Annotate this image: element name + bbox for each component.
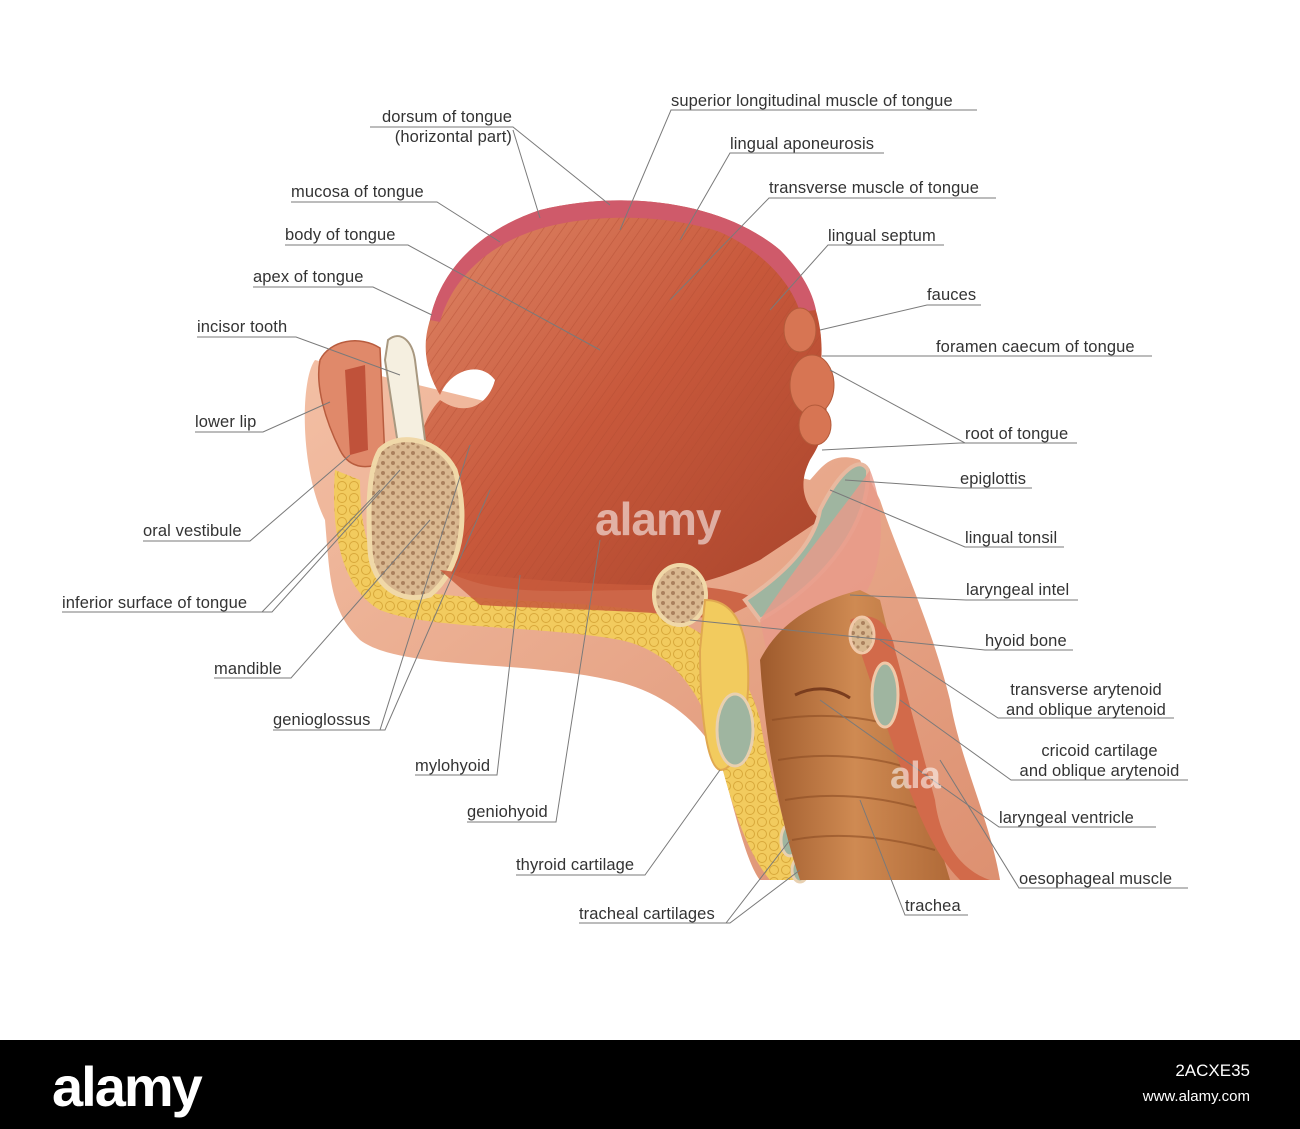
label-transverse-arytenoid: transverse arytenoid and oblique aryteno…: [998, 680, 1174, 720]
label-fauces: fauces: [927, 286, 977, 304]
label-epiglottis: epiglottis: [960, 470, 1027, 488]
anatomy-stage: alamy ala dorsum of tongue (horizontal p…: [62, 92, 1188, 924]
label-foramen-caecum: foramen caecum of tongue: [936, 338, 1135, 356]
label-body-of-tongue: body of tongue: [285, 226, 396, 244]
label-oesophageal-muscle: oesophageal muscle: [1019, 870, 1173, 888]
trachea-tube: [760, 590, 950, 880]
label-trachea: trachea: [905, 897, 961, 915]
label-cricoid-cartilage: cricoid cartilage and oblique arytenoid: [1011, 741, 1188, 781]
label-dorsum-line1: dorsum of tongue: [381, 108, 512, 126]
cricoid-shape: [870, 661, 900, 729]
label-lingual-aponeurosis: lingual aponeurosis: [730, 135, 875, 153]
alamy-logo[interactable]: alamy: [52, 1055, 203, 1118]
watermark-lower: ala: [890, 755, 941, 797]
label-transverse-arytenoid-line2: and oblique arytenoid: [1006, 701, 1166, 719]
label-laryngeal-ventricle: laryngeal ventricle: [999, 809, 1134, 827]
label-apex-of-tongue: apex of tongue: [253, 268, 364, 286]
label-lingual-septum: lingual septum: [828, 227, 936, 245]
leader-lines: [62, 109, 1188, 924]
watermark-center: alamy: [595, 493, 721, 545]
site-link[interactable]: www.alamy.com: [1142, 1088, 1250, 1105]
label-superior-longitudinal-muscle: superior longitudinal muscle of tongue: [671, 92, 953, 110]
label-incisor-tooth: incisor tooth: [197, 318, 288, 336]
footer-meta: 2ACXE35 www.alamy.com: [1143, 1058, 1250, 1110]
lingual-tonsil-bumps: [783, 307, 835, 446]
label-lingual-tonsil: lingual tonsil: [965, 529, 1058, 547]
lip-muscle: [345, 365, 368, 455]
label-laryngeal-intel: laryngeal intel: [966, 581, 1070, 599]
label-genioglossus: genioglossus: [273, 711, 371, 729]
label-transverse-arytenoid-line1: transverse arytenoid: [1010, 681, 1162, 699]
label-mylohyoid: mylohyoid: [415, 757, 491, 775]
label-mucosa-of-tongue: mucosa of tongue: [291, 183, 424, 201]
label-cricoid-line2: and oblique arytenoid: [1019, 762, 1180, 780]
laryngeal-ventricle-fold: [794, 687, 851, 700]
label-oral-vestibule: oral vestibule: [143, 522, 242, 540]
watermark-footer-bar: alamy 2ACXE35 www.alamy.com: [0, 1040, 1300, 1129]
label-geniohyoid: geniohyoid: [467, 803, 548, 821]
label-dorsum-of-tongue: dorsum of tongue (horizontal part): [350, 107, 512, 147]
image-id: 2ACXE35: [1175, 1061, 1250, 1080]
label-thyroid-cartilage: thyroid cartilage: [516, 856, 635, 874]
label-mandible: mandible: [214, 660, 282, 678]
label-lower-lip: lower lip: [195, 413, 257, 431]
label-dorsum-line2: (horizontal part): [394, 128, 512, 146]
label-tracheal-cartilages: tracheal cartilages: [579, 905, 715, 923]
label-root-of-tongue: root of tongue: [965, 425, 1069, 443]
label-hyoid-bone: hyoid bone: [985, 632, 1067, 650]
label-transverse-muscle-of-tongue: transverse muscle of tongue: [769, 179, 979, 197]
label-cricoid-line1: cricoid cartilage: [1041, 742, 1158, 760]
tongue-fibers: [416, 200, 827, 592]
hyoid: [652, 563, 708, 627]
tongue-cross-section-illustration: [62, 109, 1188, 924]
label-inferior-surface-of-tongue: inferior surface of tongue: [62, 594, 248, 612]
tongue-mucosa: [430, 200, 816, 322]
